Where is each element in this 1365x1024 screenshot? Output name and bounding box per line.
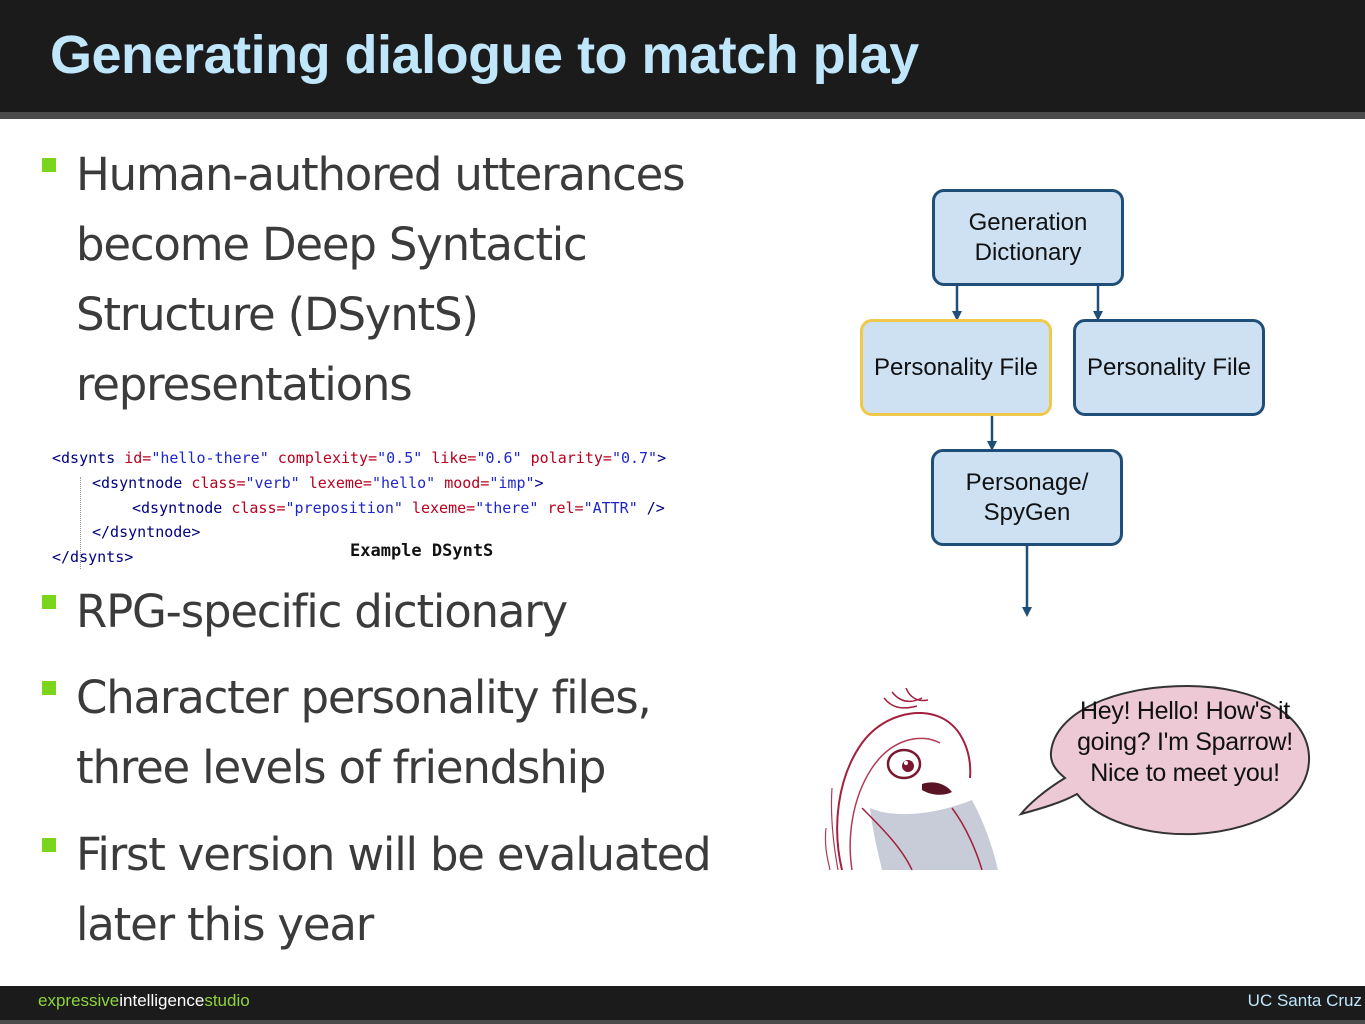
bullet-square-icon bbox=[42, 595, 56, 609]
personality-file-node-left: Personality File bbox=[860, 319, 1052, 416]
diagram-arrows bbox=[952, 286, 1103, 617]
studio-brand: expressiveintelligencestudio bbox=[38, 991, 250, 1010]
footer-divider bbox=[0, 1020, 1365, 1024]
code-caption: Example DSyntS bbox=[350, 541, 494, 561]
slide-title: Generating dialogue to match play bbox=[50, 25, 919, 85]
title-bar bbox=[0, 0, 1365, 112]
personage-spygen-node: Personage/ SpyGen bbox=[931, 449, 1123, 546]
code-line: <dsynts id="hello-there" complexity="0.5… bbox=[52, 449, 667, 467]
personality-file-node-right: Personality File bbox=[1073, 319, 1265, 416]
speech-bubble-text: Hey! Hello! How's it going? I'm Sparrow!… bbox=[1077, 697, 1293, 787]
bullet-text: First version will be evaluated later th… bbox=[76, 828, 712, 951]
bullet-square-icon bbox=[42, 158, 56, 172]
bullet-square-icon bbox=[42, 681, 56, 695]
code-line: <dsyntnode class="verb" lexeme="hello" m… bbox=[92, 474, 544, 492]
institution-label: UC Santa Cruz bbox=[1247, 991, 1362, 1010]
bullet-text: RPG-specific dictionary bbox=[76, 585, 568, 638]
indent-guide bbox=[80, 477, 81, 569]
bullet-text: Character personality files, three level… bbox=[76, 671, 652, 794]
generation-pipeline-diagram: Generation Dictionary Personality File P… bbox=[850, 180, 1290, 630]
generation-dictionary-node: Generation Dictionary bbox=[932, 189, 1124, 286]
bullet-text: Human-authored utterances become Deep Sy… bbox=[76, 148, 686, 411]
code-line: <dsyntnode class="preposition" lexeme="t… bbox=[132, 499, 665, 517]
dsynts-code-example: <dsynts id="hello-there" complexity="0.5… bbox=[52, 447, 772, 575]
footer-bar bbox=[0, 986, 1365, 1024]
title-divider bbox=[0, 112, 1365, 119]
code-line: </dsynts> bbox=[52, 548, 134, 566]
speech-bubble-icon bbox=[1018, 684, 1311, 836]
bullet-square-icon bbox=[42, 838, 56, 852]
code-line: </dsyntnode> bbox=[92, 523, 201, 541]
sparrow-sketch-icon bbox=[822, 688, 1002, 870]
